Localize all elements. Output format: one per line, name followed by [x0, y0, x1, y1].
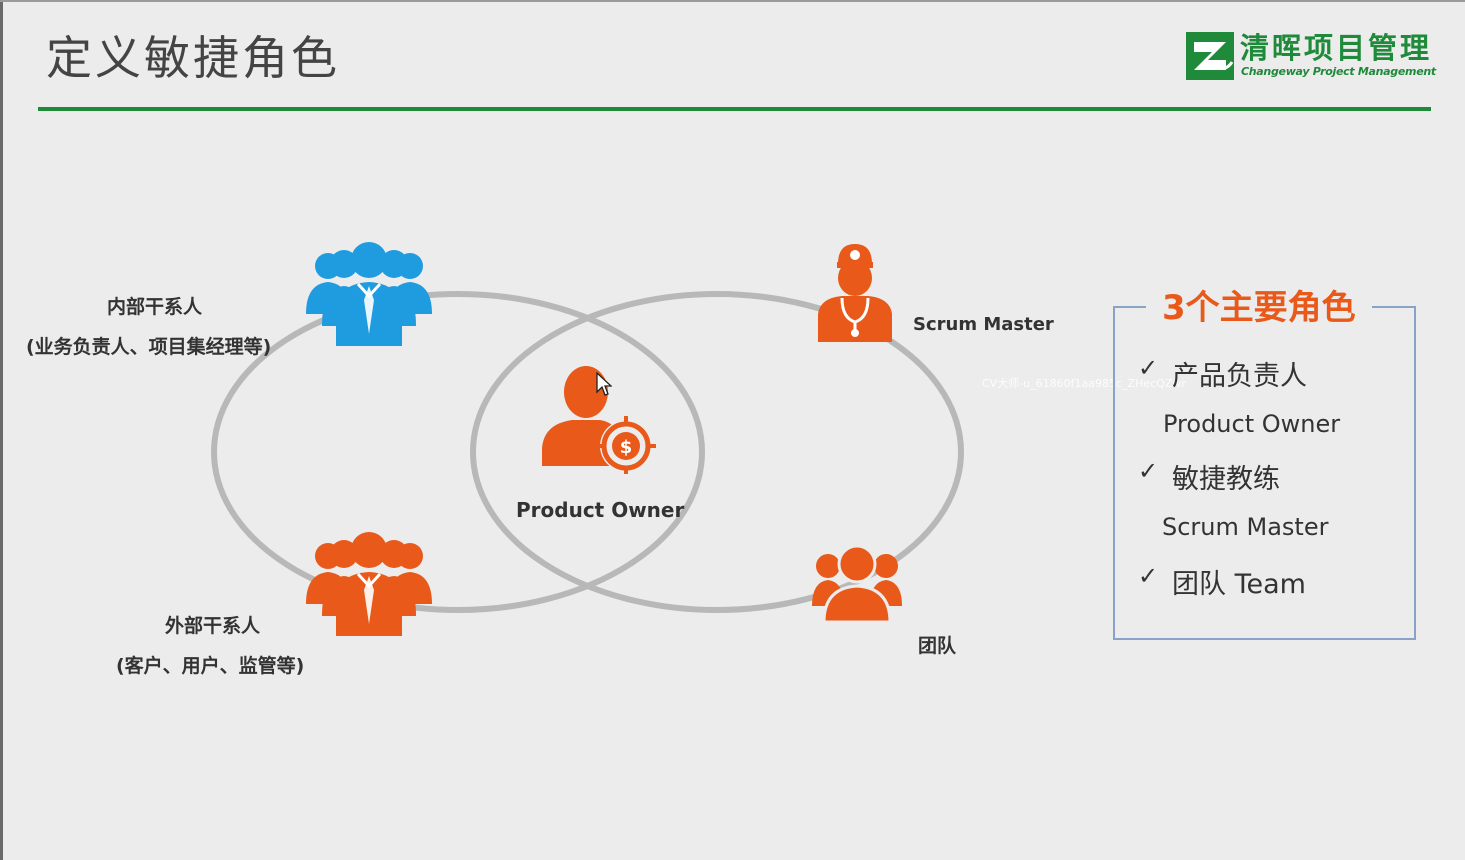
- team-label: 团队: [918, 635, 957, 657]
- roles-box-title: 3个主要角色: [1146, 286, 1372, 330]
- left-ellipse: [211, 291, 705, 613]
- title-divider: [38, 107, 1431, 111]
- people-group-icon: [306, 242, 432, 346]
- mouse-cursor-icon: [596, 372, 612, 396]
- page-title: 定义敏捷角色: [46, 31, 340, 85]
- window-edge: [0, 0, 3, 860]
- check-icon: ✓: [1138, 562, 1159, 590]
- logo-name-en: Changeway Project Management: [1241, 65, 1436, 78]
- role-item-en: Product Owner: [1163, 410, 1341, 438]
- logo-mark-icon: [1186, 32, 1234, 80]
- external-stakeholders-sublabel: (客户、用户、监管等): [116, 655, 305, 677]
- internal-stakeholders-sublabel: (业务负责人、项目集经理等): [26, 336, 272, 358]
- doctor-icon: [818, 244, 892, 342]
- window-edge-top: [0, 0, 1465, 2]
- people-group-icon: [306, 532, 432, 636]
- team-icon: [812, 544, 902, 622]
- watermark-text: CV大师-u_61860f1aa985c_ZHecQZwr: [982, 377, 1186, 390]
- role-item-cn: 敏捷教练: [1172, 464, 1280, 495]
- company-logo: 清晖项目管理 Changeway Project Management: [1186, 30, 1436, 82]
- right-ellipse: [470, 291, 964, 613]
- role-item-cn: 产品负责人: [1172, 361, 1307, 392]
- external-stakeholders-label: 外部干系人: [165, 615, 261, 637]
- product-owner-label: Product Owner: [516, 498, 685, 522]
- role-item-en: Scrum Master: [1162, 513, 1329, 541]
- check-icon: ✓: [1138, 354, 1159, 382]
- internal-stakeholders-label: 内部干系人: [107, 296, 203, 318]
- svg-text:$: $: [620, 437, 633, 458]
- role-item-cn: 团队 Team: [1172, 569, 1306, 600]
- logo-name-cn: 清晖项目管理: [1240, 31, 1433, 65]
- check-icon: ✓: [1138, 457, 1159, 485]
- scrum-master-label: Scrum Master: [913, 314, 1054, 335]
- person-dollar-target-icon: $: [542, 366, 656, 474]
